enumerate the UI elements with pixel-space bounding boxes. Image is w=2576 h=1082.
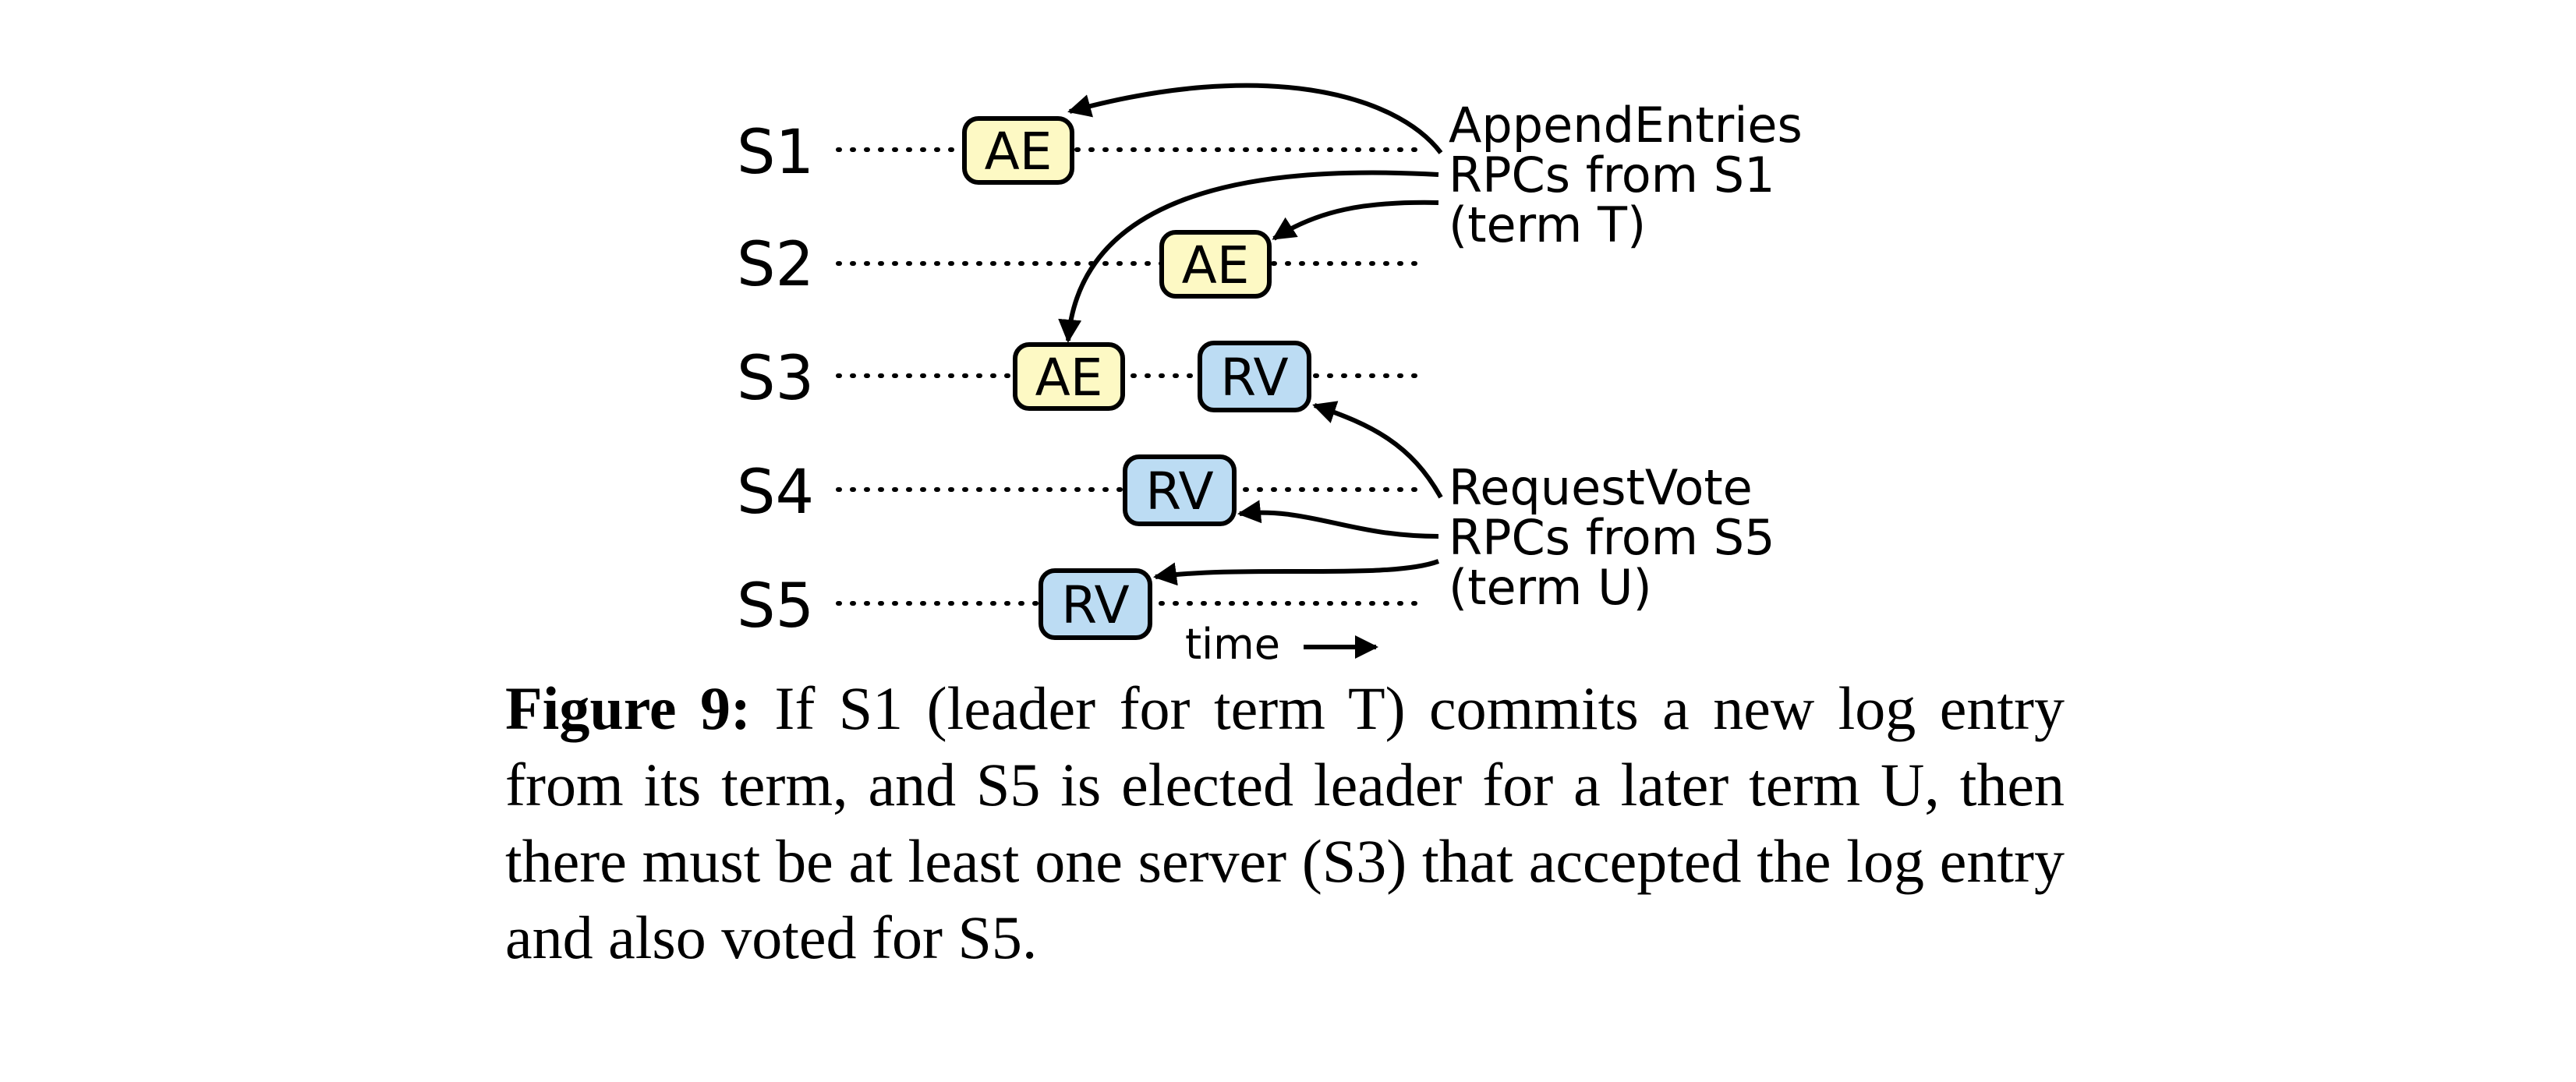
vote-note-line-2: RPCs from S5: [1449, 509, 1775, 566]
raft-diagram: S1 S2 S3 S4 S5 AE AE AE RV RV: [737, 83, 1803, 669]
vote-arrow-to-s5: [1153, 559, 1440, 586]
append-entries-note: AppendEntries RPCs from S1 (term T): [1449, 97, 1803, 253]
append-note-line-1: AppendEntries: [1449, 97, 1803, 154]
append-arrow-to-s3: [1058, 170, 1439, 343]
vote-arrow-to-s4: [1237, 500, 1439, 539]
request-vote-s3: RV: [1198, 341, 1311, 412]
request-vote-note: RequestVote RPCs from S5 (term U): [1449, 459, 1775, 616]
request-vote-label: RV: [1220, 348, 1288, 408]
append-entry-label: AE: [985, 122, 1053, 182]
request-vote-label: RV: [1061, 575, 1129, 635]
vote-note-line-1: RequestVote: [1449, 459, 1753, 516]
server-label-s2: S2: [737, 230, 814, 300]
append-arrow-to-s2: [1272, 200, 1439, 241]
request-vote-label: RV: [1145, 461, 1213, 522]
server-label-s1: S1: [737, 118, 814, 188]
append-entry-label: AE: [1035, 348, 1103, 408]
append-entry-s1: AE: [962, 116, 1074, 185]
vote-arrow-to-s3: [1312, 401, 1443, 499]
request-vote-s4: RV: [1123, 454, 1237, 526]
caption-label: Figure 9:: [505, 674, 751, 742]
append-note-line-2: RPCs from S1: [1449, 147, 1775, 203]
vote-note-line-3: (term U): [1449, 559, 1652, 616]
figure-caption: Figure 9: If S1 (leader for term T) comm…: [505, 670, 2065, 976]
append-arrow-to-s1: [1067, 83, 1443, 154]
append-note-line-3: (term T): [1449, 196, 1646, 253]
time-label: time: [1185, 620, 1280, 669]
request-vote-s5: RV: [1039, 568, 1152, 640]
server-label-s4: S4: [737, 458, 814, 528]
append-entry-s3: AE: [1013, 342, 1125, 411]
server-label-s3: S3: [737, 344, 814, 414]
append-entry-s2: AE: [1159, 230, 1272, 299]
server-label-s5: S5: [737, 571, 814, 642]
append-entry-label: AE: [1182, 235, 1250, 295]
caption-text: If S1 (leader for term T) commits a new …: [505, 674, 2065, 971]
